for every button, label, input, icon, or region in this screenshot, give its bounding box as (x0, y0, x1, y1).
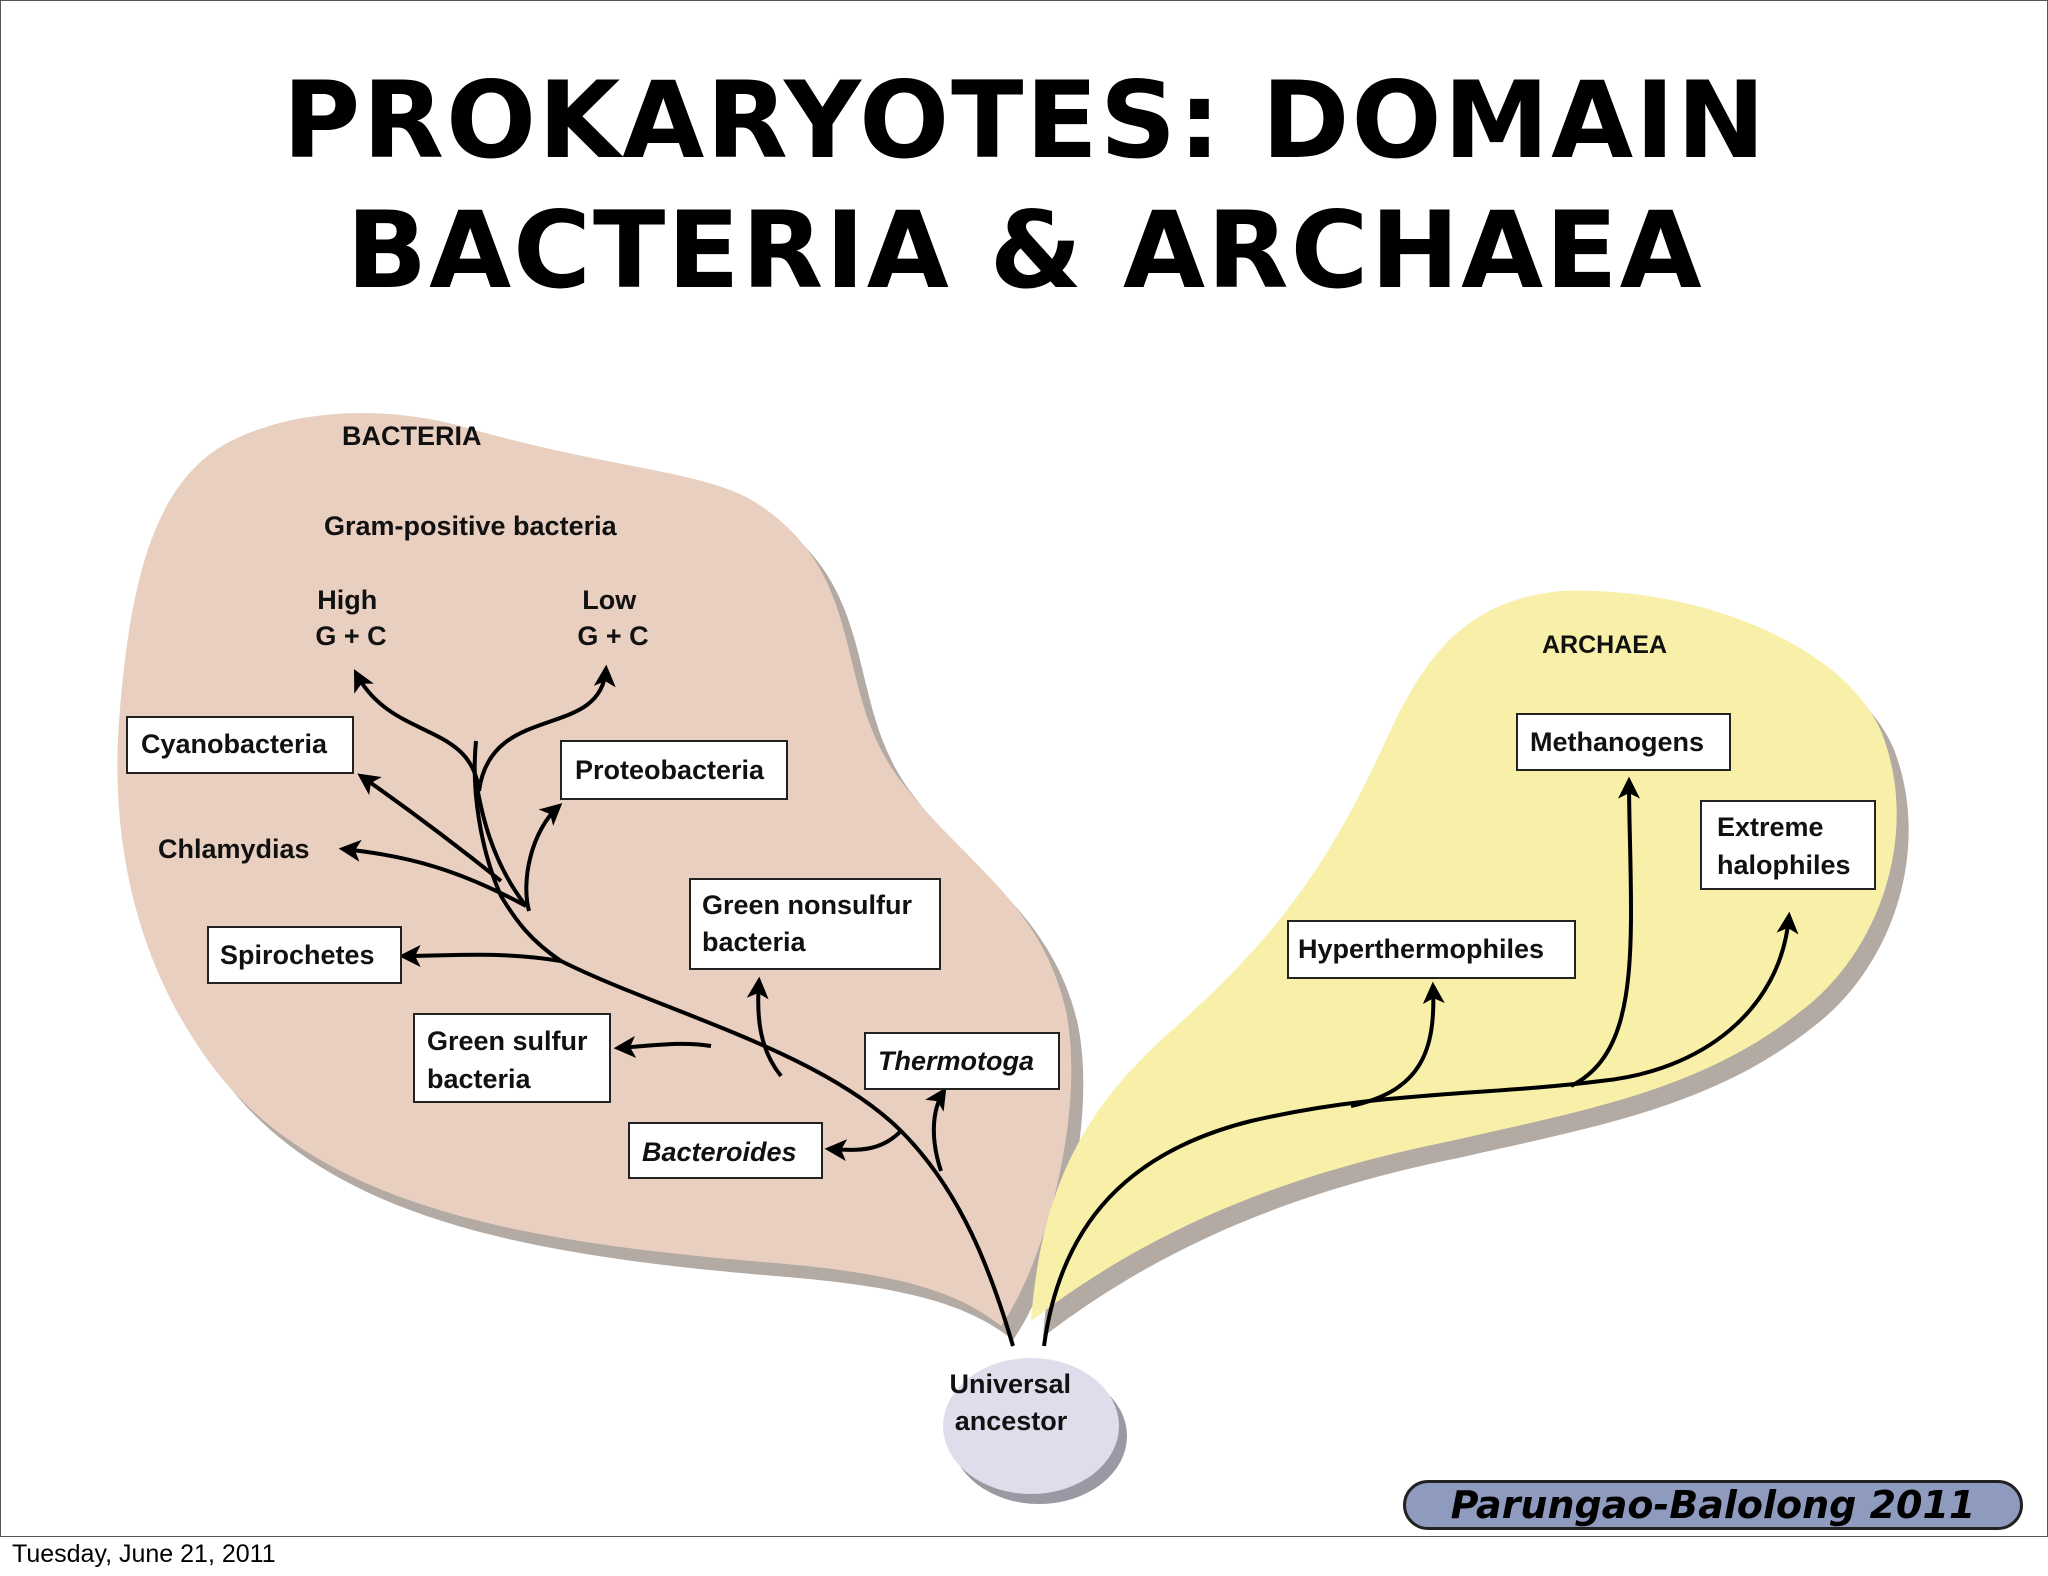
methanogens-label: Methanogens (1530, 727, 1704, 757)
cyanobacteria-label: Cyanobacteria (141, 729, 328, 759)
universal-ancestor-node (943, 1358, 1119, 1494)
high-gc-label: High G + C (315, 585, 386, 651)
branch-green-sulfur (613, 1035, 712, 1058)
bacteria-branches (338, 664, 1015, 1347)
bacteria-domain-label: BACTERIA (342, 421, 482, 451)
slide: PROKARYOTES: DOMAIN BACTERIA & ARCHAEA (0, 0, 2048, 1537)
thermotoga-box (864, 1032, 1060, 1090)
phylogenetic-tree-diagram: Universal ancestor BACTERIA Gram-positiv… (117, 413, 1909, 1504)
thermotoga-label: Thermotoga (878, 1046, 1034, 1076)
low-gc-label: Low G + C (577, 585, 648, 651)
bacteria-region (117, 413, 1072, 1326)
branch-thermotoga (925, 1087, 947, 1172)
branch-cyanobacteria (357, 773, 503, 883)
green-sulfur-label: Green sulfur bacteria (427, 1026, 595, 1094)
spirochetes-label: Spirochetes (220, 940, 375, 970)
branch-methanogens (1570, 776, 1641, 1088)
hyperthermophiles-label: Hyperthermophiles (1298, 934, 1544, 964)
proteobacteria-box (560, 740, 788, 800)
archaea-trunk (1042, 911, 1799, 1347)
archaea-domain-label: ARCHAEA (1542, 631, 1667, 659)
branch-spirochetes (398, 944, 562, 967)
branch-low-gc (477, 664, 616, 792)
branch-hyperthermophiles (1350, 981, 1445, 1108)
slide-title: PROKARYOTES: DOMAIN BACTERIA & ARCHAEA (1, 56, 2047, 316)
gram-positive-label: Gram-positive bacteria (324, 511, 618, 541)
branch-green-nonsulfur (746, 976, 783, 1078)
extreme-halophiles-label: Extreme halophiles (1717, 812, 1851, 880)
chlamydias-label: Chlamydias (158, 834, 310, 864)
author-credit-badge: Parungao-Balolong 2011 (1403, 1480, 2023, 1530)
extreme-halophiles-box (1700, 800, 1876, 890)
hyperthermophiles-box (1287, 920, 1576, 979)
branch-chlamydias (338, 839, 527, 908)
title-line-1: PROKARYOTES: DOMAIN (282, 59, 1768, 182)
proteobacteria-label: Proteobacteria (575, 755, 765, 785)
spirochetes-box (207, 926, 402, 984)
branch-high-gc (353, 669, 481, 792)
branch-gram-positive (474, 780, 528, 908)
footer-date: Tuesday, June 21, 2011 (12, 1540, 276, 1568)
bacteroides-box (628, 1122, 823, 1179)
bacteroides-label: Bacteroides (642, 1137, 797, 1167)
universal-ancestor-label: Universal ancestor (949, 1369, 1078, 1436)
green-nonsulfur-label: Green nonsulfur bacteria (702, 890, 920, 957)
cyanobacteria-box (126, 716, 354, 774)
bacteria-trunk (472, 740, 1015, 1347)
archaea-branches (1042, 776, 1799, 1347)
methanogens-box (1516, 713, 1731, 771)
branch-bacteroides (824, 1129, 903, 1162)
title-line-2: BACTERIA & ARCHAEA (346, 189, 1704, 312)
green-nonsulfur-box (689, 878, 941, 970)
green-sulfur-box (413, 1013, 611, 1103)
branch-proteobacteria (524, 803, 563, 912)
